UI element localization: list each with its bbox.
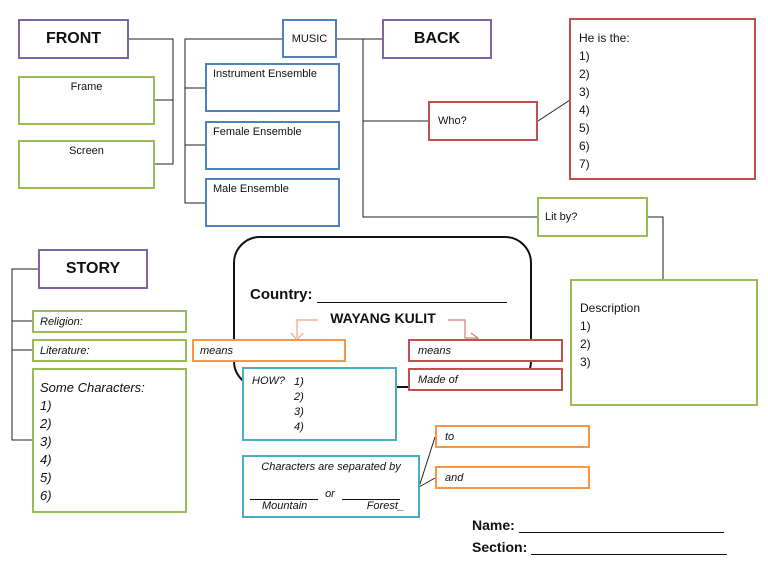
- mountain-blank[interactable]: [250, 485, 318, 500]
- wayang-kulit-title: WAYANG KULIT: [330, 310, 436, 326]
- means-left-box: means: [192, 339, 346, 362]
- how-list: 1) 2) 3) 4): [294, 375, 304, 435]
- characters-title: Some Characters:: [40, 380, 145, 395]
- he-is-the-box: He is the: 1) 2) 3) 4) 5) 6) 7): [569, 18, 756, 180]
- instrument-ensemble-box: Instrument Ensemble: [205, 63, 340, 112]
- music-box: MUSIC: [282, 19, 337, 58]
- how-row: HOW? 1) 2) 3) 4): [252, 375, 387, 435]
- how-box: HOW? 1) 2) 3) 4): [242, 367, 397, 441]
- back-header: BACK: [382, 19, 492, 59]
- list-item: 2): [579, 67, 590, 81]
- list-item: 3): [40, 434, 52, 449]
- list-item: 3): [580, 355, 591, 369]
- list-item: 4): [40, 452, 52, 467]
- separated-or: or: [325, 488, 335, 500]
- list-item: 4): [579, 103, 590, 117]
- and-box: and: [435, 466, 590, 489]
- list-item: 3): [294, 406, 304, 418]
- name-line: Name:: [472, 517, 724, 533]
- list-item: 2): [40, 416, 52, 431]
- forest-blank[interactable]: [341, 485, 400, 500]
- some-characters-box: Some Characters: 1) 2) 3) 4) 5) 6): [32, 368, 187, 513]
- list-item: 1): [580, 319, 591, 333]
- made-of-box: Made of: [408, 368, 563, 391]
- he-is-the-title: He is the:: [579, 31, 630, 45]
- description-list: 1) 2) 3): [580, 317, 748, 371]
- section-label: Section:: [472, 539, 532, 555]
- frame-box: Frame: [18, 76, 155, 125]
- list-item: 2): [294, 391, 304, 403]
- list-item: 6): [579, 139, 590, 153]
- screen-box: Screen: [18, 140, 155, 189]
- name-label: Name:: [472, 517, 519, 533]
- list-item: 5): [40, 470, 52, 485]
- to-box: to: [435, 425, 590, 448]
- who-box: Who?: [428, 101, 538, 141]
- section-blank[interactable]: [531, 540, 728, 555]
- literature-box: Literature:: [32, 339, 187, 362]
- front-header: FRONT: [18, 19, 129, 59]
- country-line: Country:: [250, 286, 507, 303]
- female-ensemble-box: Female Ensemble: [205, 121, 340, 170]
- list-item: 2): [580, 337, 591, 351]
- country-blank[interactable]: [316, 288, 507, 303]
- religion-box: Religion:: [32, 310, 187, 333]
- list-item: 7): [579, 157, 590, 171]
- means-right-box: means: [408, 339, 563, 362]
- male-ensemble-box: Male Ensemble: [205, 178, 340, 227]
- section-line: Section:: [472, 539, 728, 555]
- separated-box: Characters are separated by or Mountain …: [242, 455, 420, 518]
- how-label: HOW?: [252, 375, 285, 387]
- country-label: Country:: [250, 286, 317, 303]
- list-item: 3): [579, 85, 590, 99]
- list-item: 1): [40, 398, 52, 413]
- mountain-label: Mountain: [262, 500, 308, 512]
- characters-list: 1) 2) 3) 4) 5) 6): [40, 397, 179, 505]
- he-is-the-list: 1) 2) 3) 4) 5) 6) 7): [579, 47, 746, 173]
- story-header: STORY: [38, 249, 148, 289]
- separated-labels: Mountain Forest_: [250, 500, 412, 512]
- lit-by-box: Lit by?: [537, 197, 648, 237]
- list-item: 1): [294, 376, 304, 388]
- forest-label: Forest_: [366, 500, 404, 512]
- list-item: 1): [579, 49, 590, 63]
- separated-title: Characters are separated by: [261, 461, 401, 473]
- description-title: Description: [580, 301, 641, 315]
- list-item: 6): [40, 488, 52, 503]
- separated-blanks: or: [250, 485, 412, 500]
- name-blank[interactable]: [518, 518, 724, 533]
- list-item: 4): [294, 421, 304, 433]
- description-box: Description 1) 2) 3): [570, 279, 758, 406]
- list-item: 5): [579, 121, 590, 135]
